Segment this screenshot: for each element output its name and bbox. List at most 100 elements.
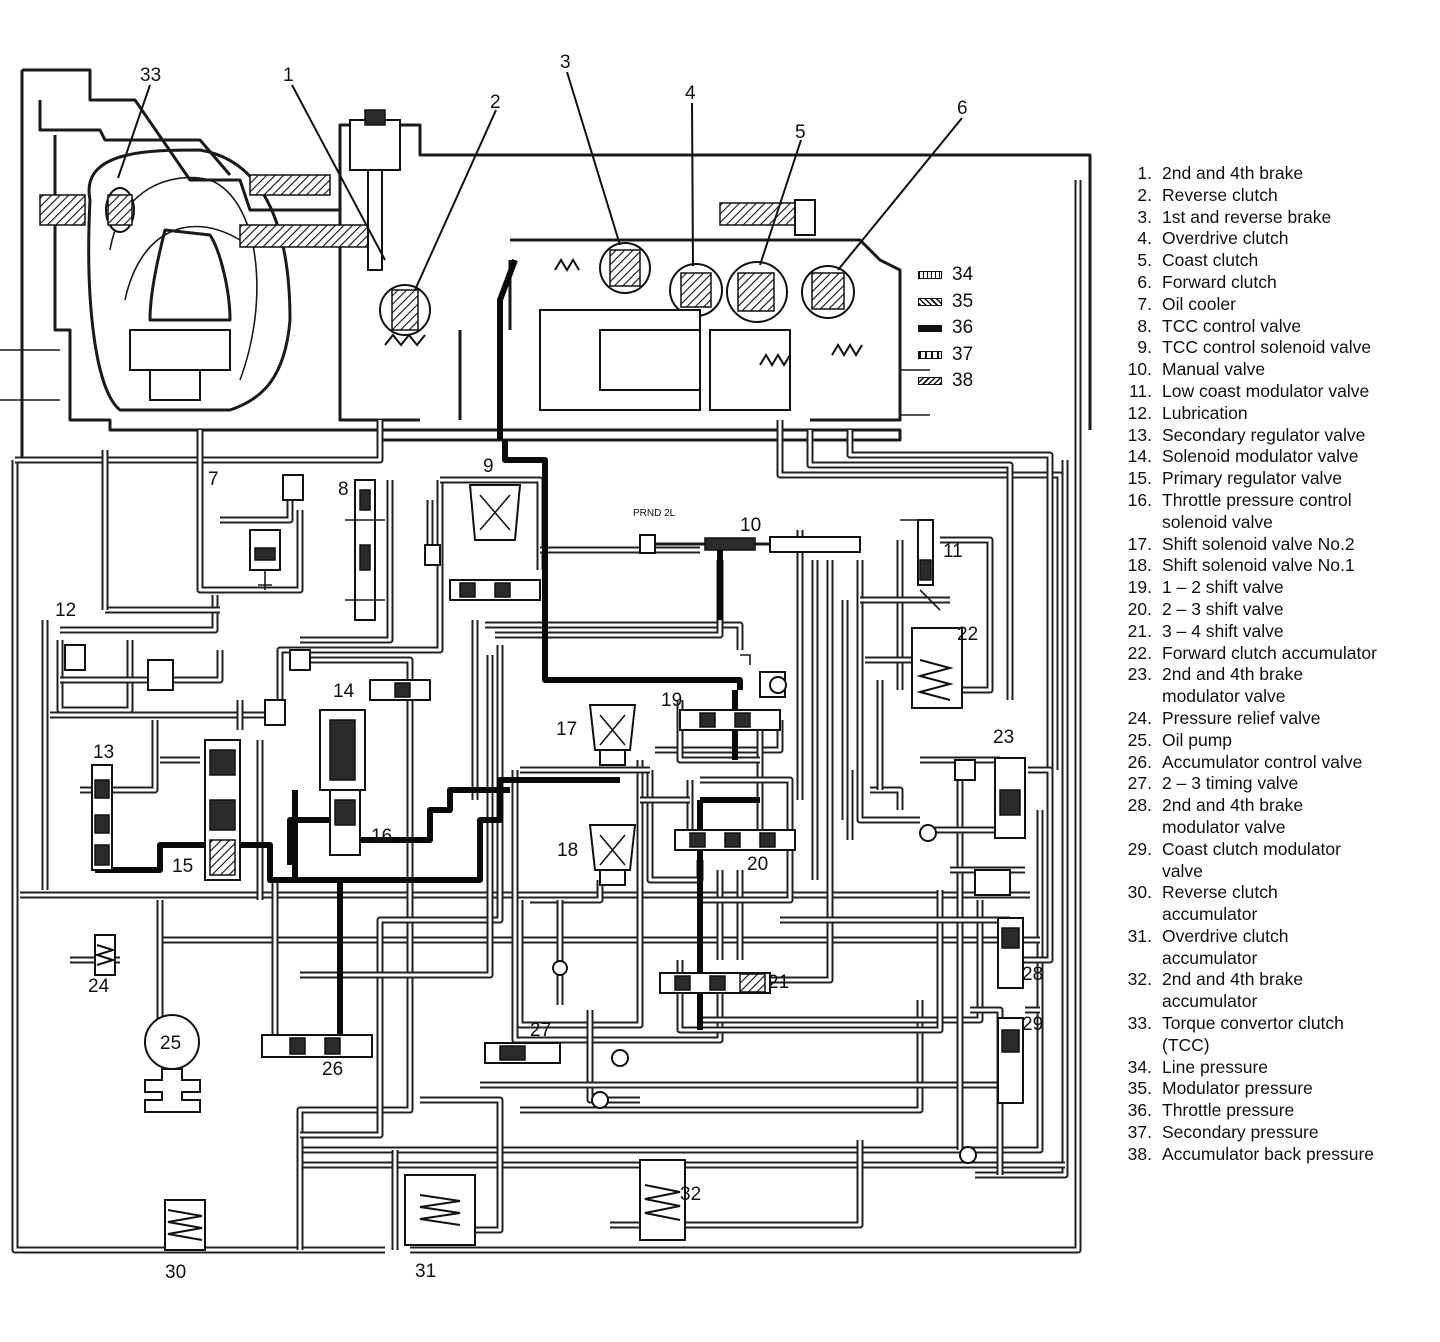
legend-item-label: Secondary regulator valve [1162, 424, 1366, 445]
legend-item-number: 34. [1127, 1056, 1152, 1077]
legend-item-number: 32. [1127, 969, 1152, 990]
pressure-key-number: 34 [952, 264, 974, 286]
callout-leaders [117, 71, 963, 291]
legend-item-label: Forward clutch accumulator [1162, 642, 1377, 663]
legend-item: 22. Forward clutch accumulator [1112, 643, 1432, 665]
legend-item-label: 2nd and 4th brake modulator valve [1162, 795, 1304, 837]
legend-item: 7. Oil cooler [1112, 294, 1432, 316]
legend-item-number: 16. [1127, 489, 1152, 510]
legend-item-label: Reverse clutch accumulator [1162, 882, 1278, 925]
legend-item-number: 36. [1127, 1100, 1152, 1121]
legend-item-label: Overdrive clutch [1162, 228, 1289, 249]
callout-20: 20 [747, 854, 768, 875]
legend-item-label: Line pressure [1162, 1056, 1269, 1077]
legend-item-label: Shift solenoid valve No.2 [1162, 533, 1355, 554]
legend-item-label: Overdrive clutch accumulator [1162, 925, 1289, 968]
callout-7: 7 [208, 469, 219, 490]
callout-9: 9 [483, 456, 494, 477]
legend-item-number: 10. [1127, 359, 1152, 380]
legend-item: 1.2nd and 4th brake [1112, 163, 1432, 185]
legend-item-number: 19. [1127, 577, 1152, 598]
legend-item: 37.Secondary pressure [1112, 1122, 1432, 1144]
pressure-key-row: 34 [918, 262, 973, 289]
callout-8: 8 [338, 479, 349, 500]
legend-item-number: 1. [1137, 163, 1152, 183]
legend-item-label: TCC control valve [1162, 315, 1302, 336]
legend-item: 4.Overdrive clutch [1112, 228, 1432, 250]
transmission-case [0, 68, 1092, 462]
callout-19: 19 [661, 690, 682, 711]
legend-item-label: Secondary pressure [1162, 1122, 1319, 1143]
pressure-key-row: 36 [918, 315, 973, 342]
pressure-key: 34 35 36 37 38 [918, 262, 973, 395]
legend-item-number: 13. [1127, 424, 1152, 445]
legend-item-number: 25. [1127, 729, 1152, 750]
callout-3: 3 [560, 52, 571, 73]
legend-item-number: 8. [1137, 315, 1152, 336]
legend-item-label: Pressure relief valve [1162, 707, 1321, 728]
legend-item: 35.Modulator pressure [1112, 1078, 1432, 1100]
callout-2: 2 [490, 92, 501, 113]
legend-item-label: 1st and reverse brake [1162, 206, 1332, 227]
legend-item-number: 18. [1127, 555, 1152, 576]
legend-item-label: 2 – 3 timing valve [1162, 773, 1299, 794]
legend-item-label: Low coast modulator valve [1162, 380, 1370, 401]
legend-item-label: 3 – 4 shift valve [1162, 620, 1284, 641]
callout-1: 1 [283, 65, 294, 86]
callout-10: 10 [740, 515, 761, 536]
legend-item-number: 7. [1137, 293, 1152, 314]
legend-item: 24.Pressure relief valve [1112, 708, 1432, 730]
modulator-pressure-swatch [918, 297, 942, 306]
legend-item-number: 27. [1127, 773, 1152, 794]
legend-item-number: 14. [1127, 446, 1152, 467]
legend-item: 17.Shift solenoid valve No.2 [1112, 534, 1432, 556]
legend-item-number: 2. [1137, 184, 1152, 205]
callout-5: 5 [795, 122, 806, 143]
legend-item: 29.Coast clutch modulator valve [1112, 839, 1432, 883]
legend-item-number: 35. [1127, 1078, 1152, 1099]
legend-item-label: Torque convertor clutch (TCC) [1162, 1013, 1344, 1055]
legend-item-number: 3. [1137, 206, 1152, 227]
callout-31: 31 [415, 1261, 436, 1282]
legend-item-number: 23. [1127, 664, 1152, 685]
callout-32: 32 [680, 1184, 701, 1205]
legend-item-label: TCC control solenoid valve [1162, 337, 1372, 358]
legend-item: 19.1 – 2 shift valve [1112, 577, 1432, 599]
legend-item: 13. Secondary regulator valve [1112, 425, 1432, 447]
manual-valve-positions: PRND 2L [633, 508, 676, 519]
callout-29: 29 [1022, 1014, 1043, 1035]
legend-item-number: 9. [1137, 337, 1152, 358]
legend-item-label: Accumulator control valve [1162, 751, 1363, 772]
legend-item: 9. TCC control solenoid valve [1112, 337, 1432, 359]
line-pressure-swatch [918, 271, 942, 280]
legend-item-number: 20. [1127, 598, 1152, 619]
pressure-key-number: 37 [952, 343, 974, 365]
legend-item-label: 2nd and 4th brake accumulator [1162, 969, 1304, 1012]
legend-item-label: Oil cooler [1162, 293, 1236, 314]
legend-item: 33. Torque convertor clutch (TCC) [1112, 1013, 1432, 1057]
callout-30: 30 [165, 1262, 186, 1283]
legend-item: 2. Reverse clutch [1112, 185, 1432, 207]
pressure-key-number: 36 [952, 317, 974, 339]
legend-item-number: 26. [1127, 751, 1152, 772]
legend-item: 6.Forward clutch [1112, 272, 1432, 294]
callout-12: 12 [55, 600, 76, 621]
legend-item: 20. 2 – 3 shift valve [1112, 599, 1432, 621]
legend-item-number: 33. [1127, 1013, 1152, 1034]
legend-item: 28. 2nd and 4th brake modulator valve [1112, 795, 1432, 839]
legend-item: 34. Line pressure [1112, 1057, 1432, 1079]
legend-item-number: 22. [1127, 642, 1152, 663]
legend-item: 23.2nd and 4th brake modulator valve [1112, 664, 1432, 708]
legend-item: 18.Shift solenoid valve No.1 [1112, 555, 1432, 577]
legend-item-label: 2 – 3 shift valve [1162, 598, 1284, 619]
legend-item: 30.Reverse clutch accumulator [1112, 882, 1432, 926]
legend-item-label: Reverse clutch [1162, 184, 1278, 205]
legend-item-number: 6. [1137, 271, 1152, 292]
callout-27: 27 [530, 1020, 551, 1041]
pressure-key-row: 35 [918, 289, 973, 316]
legend-item-label: Lubrication [1162, 402, 1248, 423]
legend-item-number: 28. [1127, 795, 1152, 816]
valve-body-components [64, 474, 1026, 1251]
